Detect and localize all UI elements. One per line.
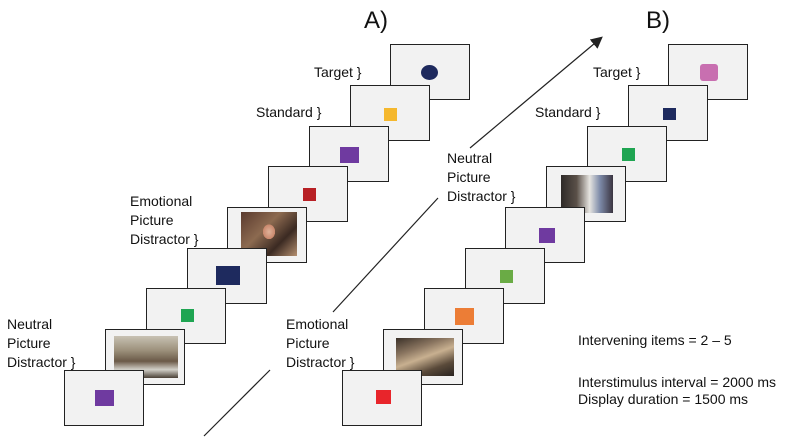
frame-a-8 — [105, 329, 185, 385]
interstimulus-interval-note: Interstimulus interval = 2000 ms — [578, 374, 777, 390]
diagonal-arrow-icon — [469, 36, 603, 149]
intervening-items-note: Intervening items = 2 – 5 — [578, 332, 732, 348]
navy-square-stimulus — [663, 108, 676, 120]
panel-b-standard-label: Standard } — [535, 104, 601, 120]
purple-square-stimulus-bottom — [95, 390, 114, 406]
panel-a-target-label: Target } — [314, 64, 362, 80]
red-square-stimulus — [303, 188, 316, 201]
panel-a-neutral-label-1: Neutral — [7, 316, 53, 332]
emotional-photo-image — [396, 338, 454, 376]
red-square-stimulus — [376, 390, 391, 404]
diagonal-line — [332, 197, 439, 313]
neutral-photo-image — [561, 175, 613, 213]
navy-circle-stimulus — [421, 65, 438, 80]
yellow-square-stimulus — [384, 108, 397, 121]
green-square-stimulus — [181, 309, 194, 322]
purple-square-stimulus — [340, 147, 359, 163]
panel-a-neutral-label-3: Distractor } — [7, 354, 76, 370]
panel-a-emotional-label-1: Emotional — [130, 193, 193, 209]
frame-a-5 — [227, 207, 307, 263]
olive-green-square-stimulus — [500, 270, 513, 283]
panel-b-neutral-label-3: Distractor } — [447, 188, 516, 204]
panel-a-standard-label: Standard } — [256, 104, 322, 120]
panel-a-emotional-label-2: Picture — [130, 212, 174, 228]
display-duration-note: Display duration = 1500 ms — [578, 391, 749, 407]
panel-b-target-label: Target } — [593, 64, 641, 80]
panel-a-title: A) — [364, 7, 388, 34]
purple-square-stimulus — [539, 228, 555, 243]
frame-a-6 — [187, 248, 267, 304]
pink-rounded-square-stimulus — [700, 64, 718, 81]
frame-a-9 — [64, 370, 144, 426]
panel-b-neutral-label-1: Neutral — [447, 150, 493, 166]
panel-b-emotional-label-2: Picture — [286, 335, 330, 351]
orange-square-stimulus — [455, 308, 474, 325]
green-square-stimulus — [622, 148, 635, 161]
navy-square-stimulus — [216, 266, 240, 285]
panel-b-emotional-label-1: Emotional — [286, 316, 349, 332]
panel-a-neutral-label-2: Picture — [7, 335, 51, 351]
panel-b-neutral-label-2: Picture — [447, 169, 491, 185]
frame-b-9 — [342, 370, 422, 426]
panel-b-title: B) — [646, 7, 670, 34]
panel-b-emotional-label-3: Distractor } — [286, 354, 355, 370]
panel-a-emotional-label-3: Distractor } — [130, 231, 199, 247]
diagonal-line-lower — [203, 369, 271, 437]
